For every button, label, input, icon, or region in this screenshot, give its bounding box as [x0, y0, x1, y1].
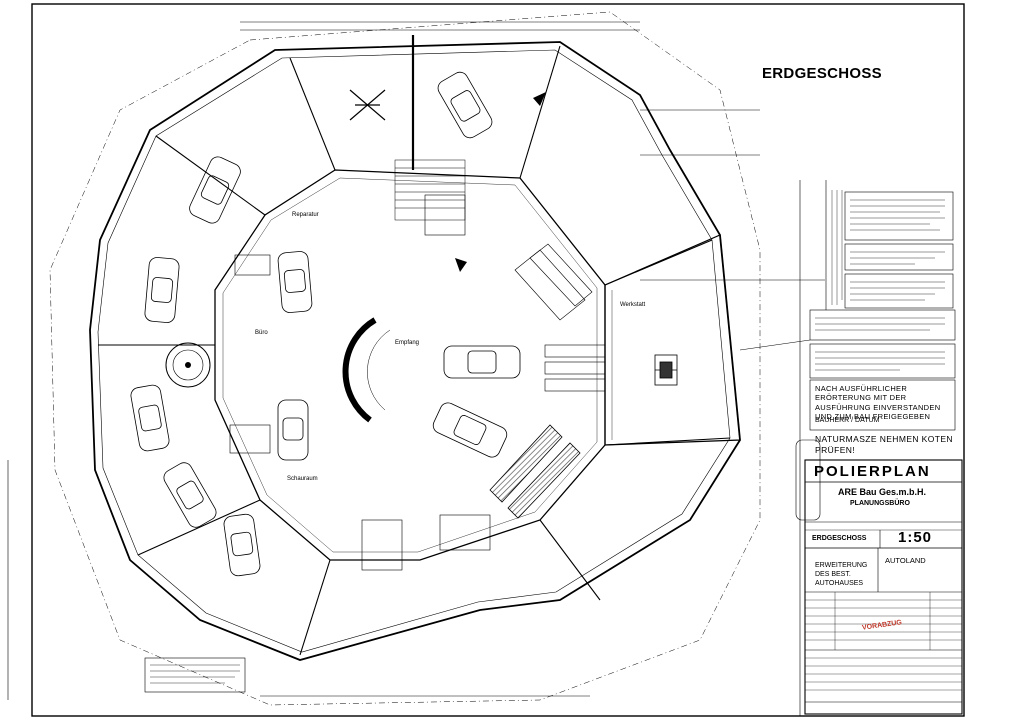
leader-lines: [640, 279, 825, 351]
company-name: ARE Bau Ges.m.b.H.: [838, 487, 927, 497]
zone-label-showroom: Schauraum: [287, 476, 318, 482]
approval-note: NACH AUSFÜHRLICHER ERÖRTERUNG MIT DER AU…: [815, 384, 941, 422]
workshop-annex: [604, 234, 741, 446]
sheet-name: ERDGESCHOSS: [812, 535, 867, 542]
car-outlines: [130, 71, 521, 577]
company-subtitle: PLANUNGSBÜRO: [850, 500, 910, 507]
dimension-lines: [240, 21, 760, 697]
inner-octagon-offset: [222, 177, 598, 553]
outer-wall-inner-line: [97, 49, 731, 653]
project-line-2: DES BEST.: [815, 571, 851, 578]
legend-note-box: [144, 657, 246, 693]
client-name: AUTOLAND: [885, 556, 926, 565]
zone-label-office: Büro: [255, 330, 268, 336]
lift-symbols: [349, 89, 386, 121]
zone-label-repair: Reparatur: [292, 212, 319, 218]
plan-type-label: POLIERPLAN: [814, 463, 931, 480]
project-line-3: AUTOHAUSES: [815, 580, 864, 587]
direction-arrow: [533, 92, 546, 106]
reception-counter: [342, 317, 377, 423]
legend-lines: [150, 664, 240, 684]
drawing-scale: 1:50: [898, 529, 933, 546]
note-boxes: [809, 191, 956, 431]
round-column-left: [165, 342, 211, 388]
inner-octagon-hall: [214, 169, 606, 561]
approval-signature-label: BAUHERR / DATUM: [815, 417, 880, 424]
car-outline-right: [795, 439, 821, 521]
drawing-heading: ERDGESCHOSS: [762, 65, 882, 82]
outer-dimension-arc: [49, 11, 761, 706]
outer-building-wall: [89, 41, 741, 661]
radial-walls: [98, 45, 731, 656]
sheet-frame: [31, 3, 965, 717]
revision-table-lines: [805, 599, 962, 691]
dimension-warning: NATURMASZE NEHMEN KOTEN PRÜFEN!: [815, 434, 953, 455]
direction-arrow: [455, 258, 467, 272]
note-text-lines: [815, 199, 945, 371]
staircase: [394, 159, 466, 221]
side-note-strip: [831, 190, 843, 305]
hatched-ramp: [489, 424, 581, 519]
zone-label-workshop: Werkstatt: [620, 302, 646, 308]
project-line-1: ERWEITERUNG: [815, 562, 868, 569]
workshop-lanes: [514, 243, 606, 392]
zone-label-reception: Empfang: [395, 340, 420, 346]
title-block-frame: [804, 459, 963, 715]
vehicle-lift: [654, 354, 678, 386]
furniture: [229, 194, 491, 571]
